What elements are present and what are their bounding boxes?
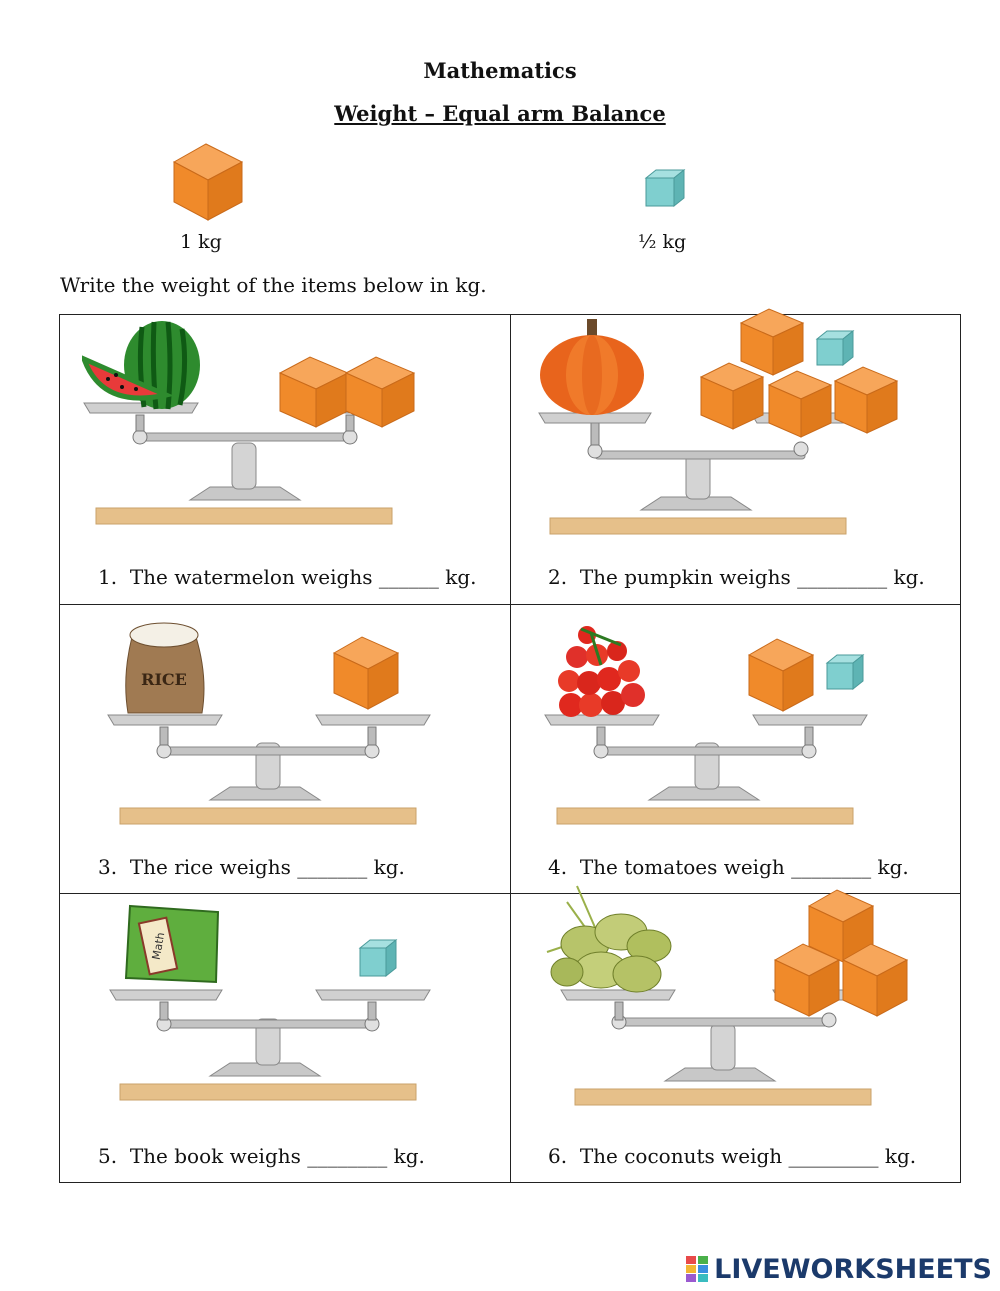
- orange-cube-icon: [172, 143, 244, 221]
- worksheet-title: Weight – Equal arm Balance: [334, 101, 666, 126]
- question-4-text: 4. The tomatoes weigh ________ kg.: [548, 855, 909, 879]
- brand-name: LIVEWORKSHEETS: [714, 1253, 992, 1285]
- teal-cube-icon: [815, 329, 855, 367]
- question-cell-5: Math 5. The book weighs ________ kg.: [60, 894, 510, 1183]
- coconuts-icon: [546, 885, 672, 993]
- question-6-text: 6. The coconuts weigh _________ kg.: [548, 1144, 916, 1168]
- orange-cube-icon: [699, 362, 765, 430]
- balance-scale-icon: [560, 989, 888, 1106]
- question-number: 1.: [98, 565, 118, 589]
- grid-divider-vertical: [510, 315, 511, 1182]
- liveworksheets-logo-icon: [686, 1256, 709, 1282]
- question-1-text: 1. The watermelon weighs ______ kg.: [98, 565, 476, 589]
- grid-divider-row-1: [60, 604, 960, 605]
- question-prompt: The coconuts weigh _________ kg.: [579, 1144, 917, 1168]
- question-prompt: The watermelon weighs ______ kg.: [129, 565, 477, 589]
- worksheet-title-wrap: Weight – Equal arm Balance: [0, 101, 1000, 126]
- balance-scale-icon: [538, 412, 862, 535]
- balance-scale-icon: [109, 989, 431, 1101]
- pumpkin-icon: [540, 319, 644, 415]
- orange-cube-icon: [747, 638, 815, 712]
- orange-cube-icon: [841, 943, 909, 1017]
- book-icon: Math: [124, 904, 220, 984]
- grid-divider-row-2: [60, 893, 960, 894]
- question-3-text: 3. The rice weighs _______ kg.: [98, 855, 405, 879]
- question-cell-6: 6. The coconuts weigh _________ kg.: [511, 885, 961, 1183]
- question-cell-2: 2. The pumpkin weighs _________ kg.: [511, 308, 961, 604]
- tomatoes-icon: [558, 626, 645, 717]
- legend-label-half-kg: ½ kg: [638, 231, 687, 253]
- orange-cube-icon: [807, 889, 875, 963]
- balance-scale-icon: [544, 714, 868, 825]
- watermelon-icon: [82, 321, 200, 410]
- orange-cube-icon: [833, 366, 899, 434]
- question-cell-4: 4. The tomatoes weigh ________ kg.: [511, 605, 961, 894]
- question-prompt: The pumpkin weighs _________ kg.: [579, 565, 925, 589]
- question-5-text: 5. The book weighs ________ kg.: [98, 1144, 425, 1168]
- liveworksheets-logo: LIVEWORKSHEETS: [686, 1253, 992, 1285]
- rice-sack-icon: RICE: [125, 622, 205, 714]
- question-number: 6.: [548, 1144, 568, 1168]
- balance-scale-icon: [107, 714, 431, 825]
- orange-cube-icon: [278, 356, 350, 428]
- question-number: 3.: [98, 855, 118, 879]
- orange-cube-icon: [739, 308, 805, 376]
- legend-label-1kg: 1 kg: [180, 231, 222, 253]
- orange-cube-icon: [773, 943, 841, 1017]
- subject-heading: Mathematics: [423, 58, 577, 83]
- question-number: 4.: [548, 855, 568, 879]
- teal-cube-icon: [825, 653, 865, 691]
- question-cell-1: 1. The watermelon weighs ______ kg.: [60, 315, 510, 604]
- book-label: Math: [150, 931, 168, 960]
- orange-cube-icon: [767, 370, 833, 438]
- orange-cube-icon: [332, 636, 400, 710]
- question-number: 5.: [98, 1144, 118, 1168]
- teal-cube-icon: [358, 938, 398, 978]
- question-prompt: The tomatoes weigh ________ kg.: [579, 855, 909, 879]
- question-prompt: The book weighs ________ kg.: [129, 1144, 425, 1168]
- sack-label: RICE: [141, 670, 187, 689]
- question-prompt: The rice weighs _______ kg.: [129, 855, 405, 879]
- instruction-text: Write the weight of the items below in k…: [60, 273, 487, 297]
- question-cell-3: RICE 3. The rice weighs _______ kg.: [60, 605, 510, 894]
- question-number: 2.: [548, 565, 568, 589]
- teal-cube-icon: [644, 168, 686, 208]
- questions-grid: 1. The watermelon weighs ______ kg.: [59, 308, 961, 1183]
- orange-cube-icon: [344, 356, 416, 428]
- question-2-text: 2. The pumpkin weighs _________ kg.: [548, 565, 925, 589]
